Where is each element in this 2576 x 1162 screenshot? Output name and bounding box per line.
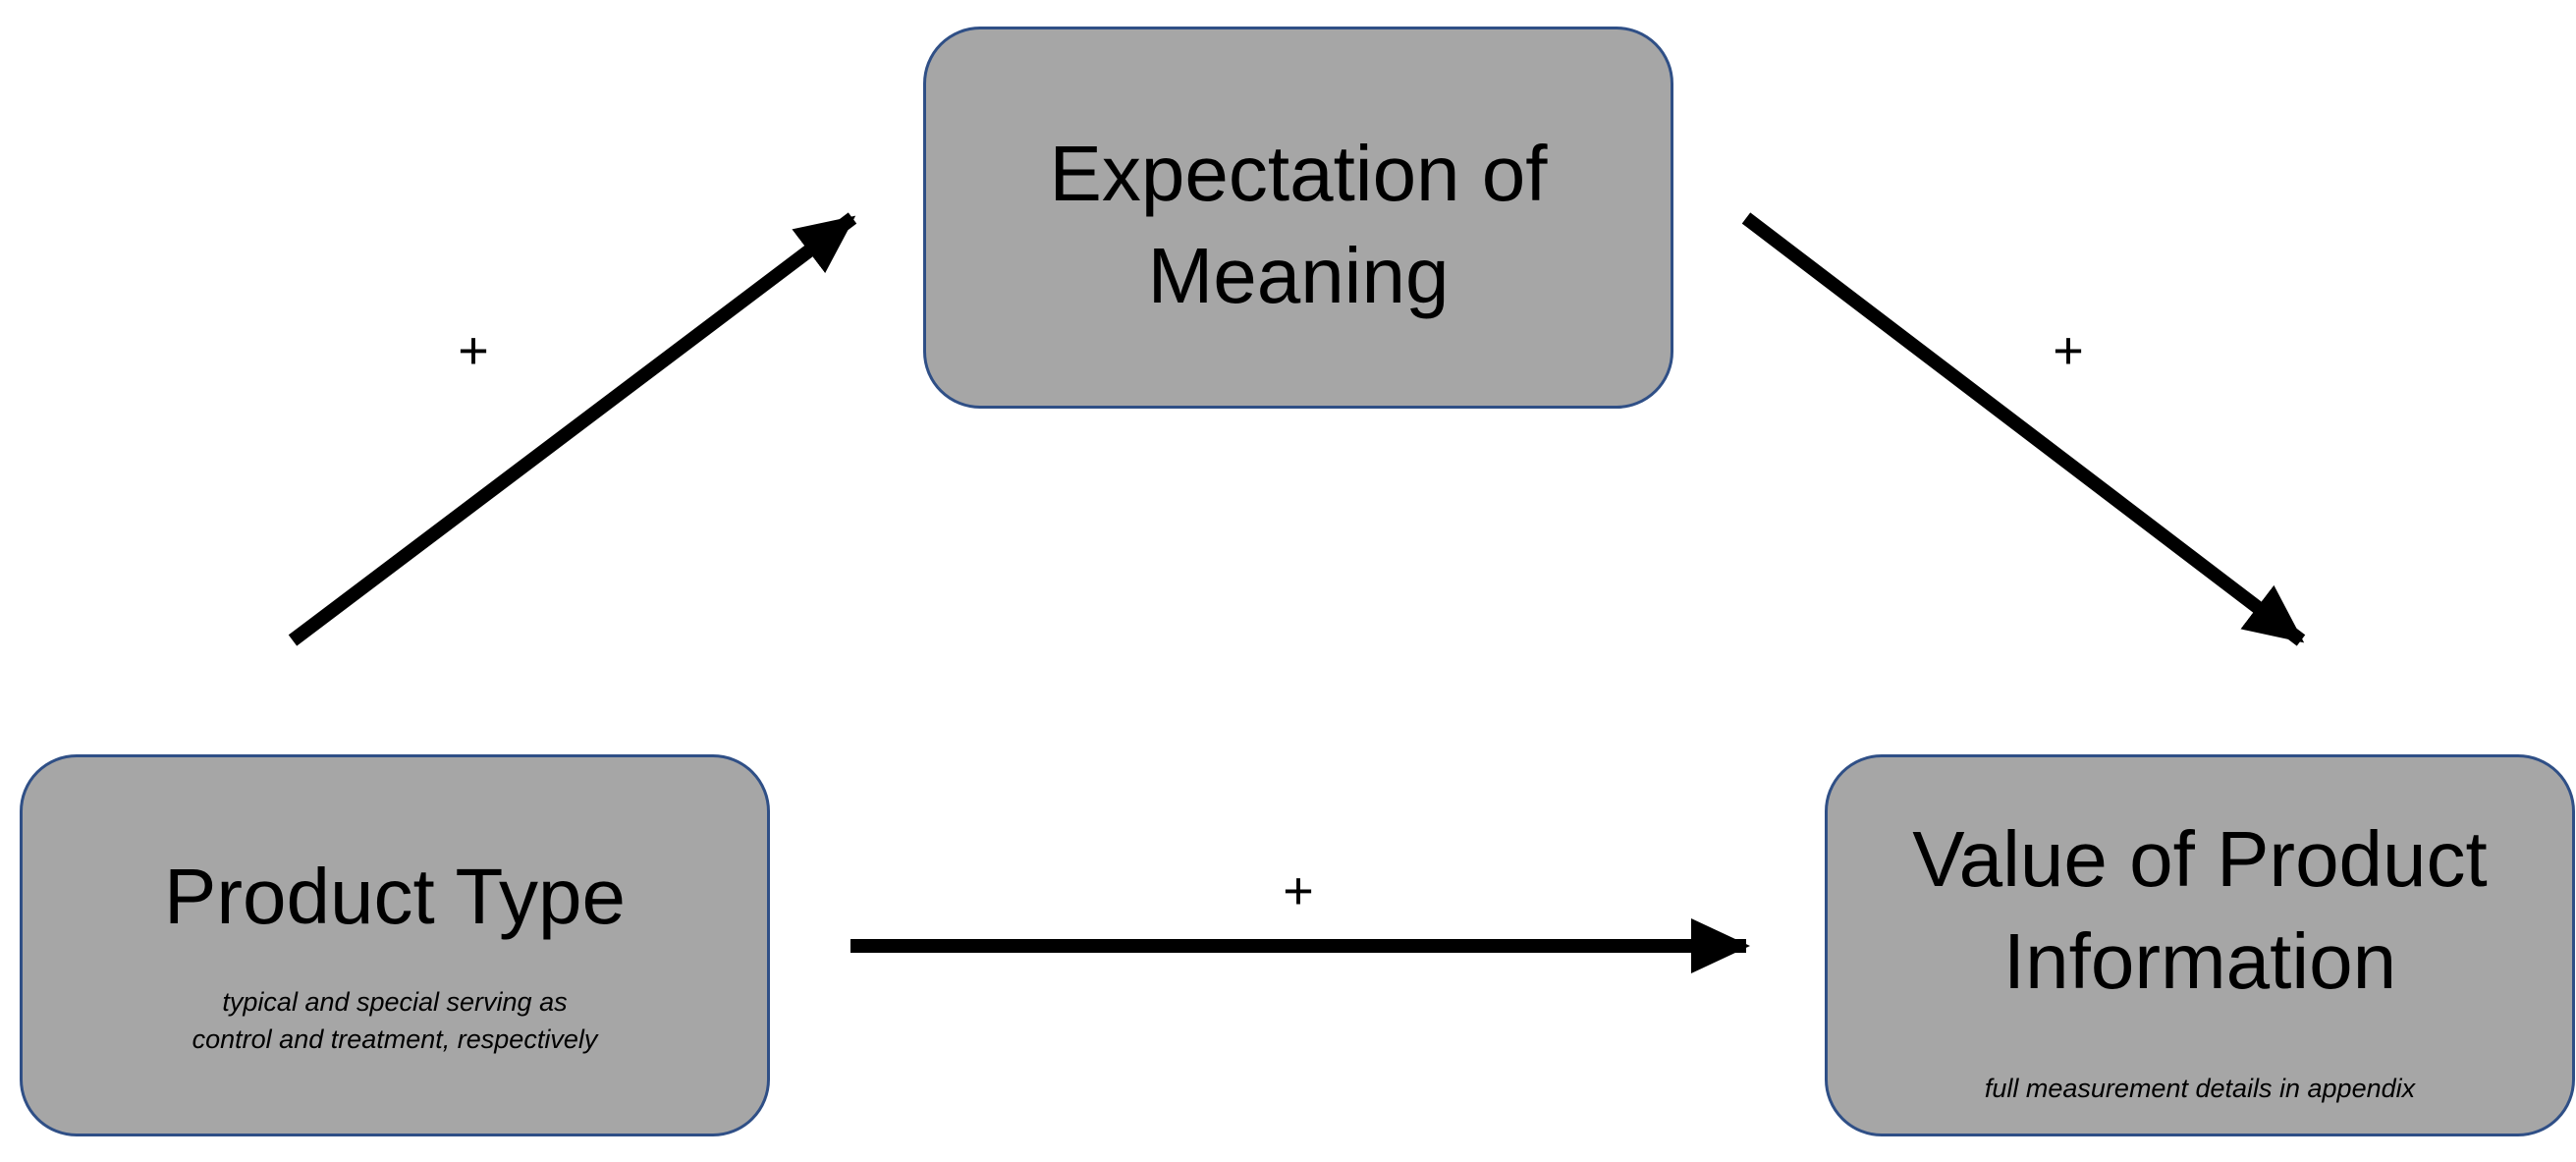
node-note: typical and special serving as control a… bbox=[23, 983, 767, 1058]
node-title: Expectation of Meaning bbox=[926, 123, 1671, 327]
node-title-line: Expectation of bbox=[1049, 130, 1548, 217]
node-note-line: full measurement details in appendix bbox=[1984, 1074, 2416, 1103]
node-note: full measurement details in appendix bbox=[1828, 1070, 2572, 1107]
node-title-line: Meaning bbox=[1147, 232, 1450, 319]
node-note-line: typical and special serving as bbox=[222, 987, 568, 1017]
node-title: Value of Product Information bbox=[1828, 808, 2572, 1013]
arrow-expectation-to-value bbox=[1741, 212, 2306, 646]
node-title-line: Information bbox=[2002, 917, 2397, 1005]
node-note-line: control and treatment, respectively bbox=[192, 1024, 598, 1054]
node-title: Product Type bbox=[23, 846, 767, 948]
edge-sign-expectation-to-value: + bbox=[2053, 321, 2084, 380]
node-value-of-product-information: Value of Product Information full measur… bbox=[1825, 754, 2575, 1136]
arrow-product-to-expectation bbox=[288, 212, 857, 646]
node-title-line: Value of Product bbox=[1912, 815, 2488, 903]
node-title-line: Product Type bbox=[164, 853, 626, 940]
edge-sign-product-to-value: + bbox=[1283, 861, 1314, 920]
edge-sign-product-to-expectation: + bbox=[458, 321, 489, 380]
node-expectation-of-meaning: Expectation of Meaning bbox=[923, 27, 1673, 409]
node-product-type: Product Type typical and special serving… bbox=[20, 754, 770, 1136]
